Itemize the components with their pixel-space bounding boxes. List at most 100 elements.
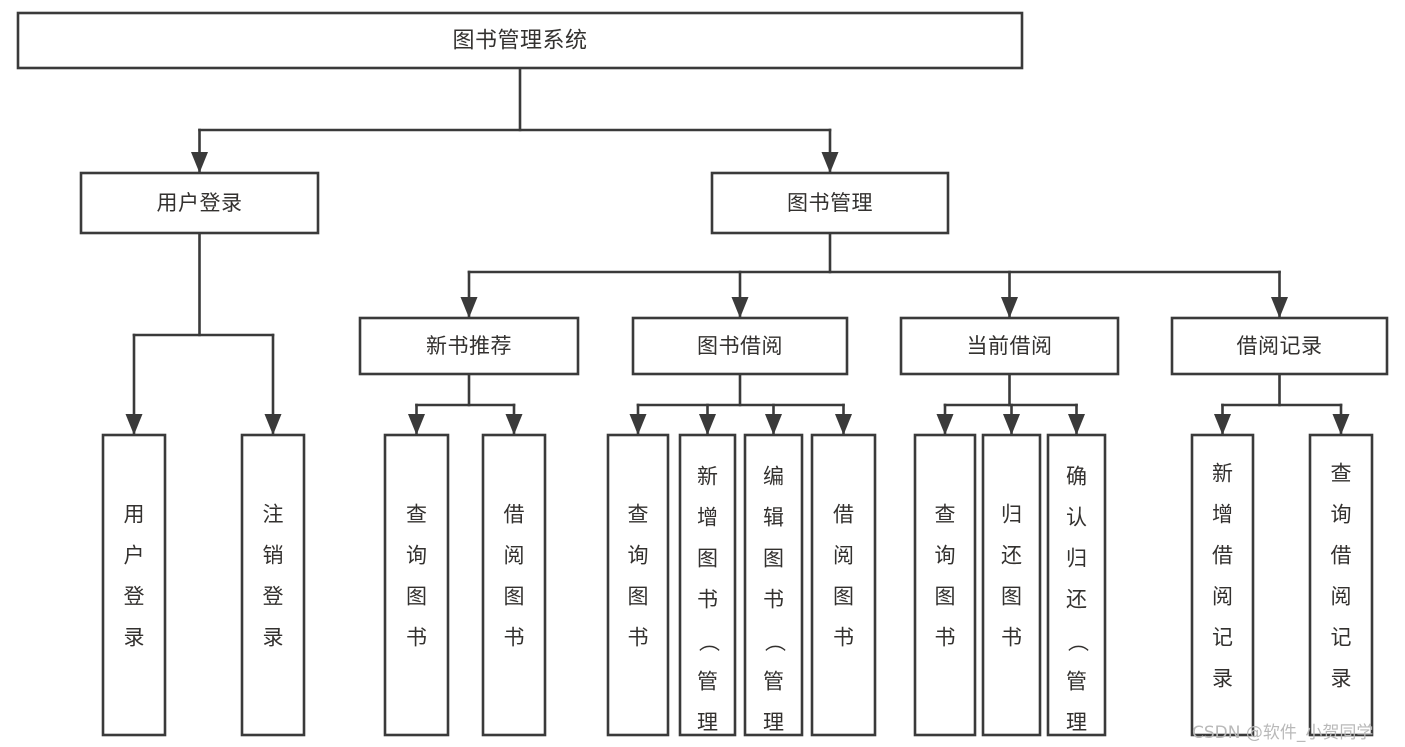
- node-label-char: 借: [833, 503, 854, 527]
- node-leaf-add-record[interactable]: 新增借阅记录新增借阅记录: [1160, 0, 1286, 737]
- node-label-char: 书: [504, 626, 525, 650]
- node-leaf-return-book[interactable]: 归还图书归还图书: [970, 0, 1054, 737]
- node-box-leaf-borrow-book-2[interactable]: [810, 433, 877, 737]
- arrow-head-icon: [460, 297, 478, 318]
- node-label-char: 录: [1212, 667, 1233, 691]
- node-label-char: 确: [1066, 465, 1087, 489]
- node-user-login[interactable]: 用户登录: [79, 171, 320, 235]
- node-box-leaf-add-book[interactable]: [678, 433, 737, 737]
- arrow-head-icon: [408, 414, 425, 435]
- node-label-char: 阅: [833, 544, 854, 568]
- node-borrow-record[interactable]: 借阅记录: [1170, 316, 1389, 376]
- node-label-char: 录: [1331, 667, 1352, 691]
- arrow-head-icon: [1271, 297, 1288, 318]
- node-box-current-borrow[interactable]: [899, 316, 1120, 376]
- node-box-leaf-confirm-return[interactable]: [1046, 433, 1107, 737]
- node-book-borrow[interactable]: 图书借阅: [631, 316, 849, 376]
- arrow-head-icon: [1068, 414, 1085, 435]
- node-leaf-logout[interactable]: 注销登录注销登录: [231, 0, 315, 737]
- node-label-char: 阅: [504, 544, 525, 568]
- node-label-char: 新: [697, 465, 718, 489]
- node-label-root: 图书管理系统: [452, 29, 587, 54]
- node-box-leaf-edit-book[interactable]: [743, 433, 804, 737]
- node-label-char: 书: [697, 588, 718, 612]
- node-leaf-query-book-3[interactable]: 查询图书查询图书: [903, 0, 987, 737]
- node-box-leaf-borrow-book-1[interactable]: [481, 433, 547, 737]
- node-label-char: 用: [124, 503, 145, 527]
- node-leaf-user-login[interactable]: 用户登录用户登录: [92, 0, 176, 737]
- node-label-book-manage: 图书管理: [787, 191, 873, 215]
- node-label-char: 图: [935, 585, 956, 609]
- node-box-root[interactable]: [16, 11, 1024, 70]
- arrow-head-icon: [1332, 414, 1350, 435]
- node-label-char: 借: [504, 503, 525, 527]
- node-root[interactable]: 图书管理系统: [16, 11, 1024, 70]
- node-label-current-borrow: 当前借阅: [967, 334, 1053, 358]
- node-leaf-query-book-2[interactable]: 查询图书查询图书: [596, 0, 680, 737]
- arrow-head-icon: [191, 152, 208, 173]
- node-label-char: 还: [1066, 588, 1087, 612]
- node-label-char: 理: [697, 711, 718, 735]
- arrow-head-icon: [1003, 414, 1020, 435]
- node-box-leaf-logout[interactable]: [240, 433, 306, 737]
- node-box-book-manage[interactable]: [710, 171, 950, 235]
- arrow-head-icon: [125, 414, 143, 435]
- node-box-book-borrow[interactable]: [631, 316, 849, 376]
- node-new-book-rec[interactable]: 新书推荐: [358, 316, 580, 376]
- node-label-char: 书: [628, 626, 649, 650]
- node-box-new-book-rec[interactable]: [358, 316, 580, 376]
- arrow-head-icon: [835, 414, 852, 435]
- node-box-user-login[interactable]: [79, 171, 320, 235]
- node-box-leaf-return-book[interactable]: [981, 433, 1042, 737]
- node-label-char: 图: [697, 547, 718, 571]
- node-box-leaf-user-login[interactable]: [101, 433, 167, 737]
- node-leaf-borrow-book-1[interactable]: 借阅图书借阅图书: [472, 0, 556, 737]
- node-label-char: 询: [935, 544, 956, 568]
- node-leaf-query-record[interactable]: 查询借阅记录查询借阅记录: [1278, 0, 1404, 737]
- node-label-char: 查: [935, 503, 956, 527]
- node-box-leaf-add-record[interactable]: [1190, 433, 1255, 737]
- edge-group-currentborrow-children: [936, 372, 1085, 437]
- node-leaf-borrow-book-2[interactable]: 借阅图书借阅图书: [802, 0, 886, 737]
- node-label-char: 图: [833, 585, 854, 609]
- node-label-char: 增: [697, 506, 718, 530]
- node-label-char: 管: [697, 670, 718, 694]
- arrow-head-icon: [1214, 414, 1231, 435]
- node-label-char: 书: [935, 626, 956, 650]
- node-label-char: 理: [763, 711, 784, 735]
- node-label-char: 询: [406, 544, 427, 568]
- arrow-head-icon: [821, 152, 839, 173]
- arrow-head-icon: [264, 414, 282, 435]
- node-label-char: 归: [1066, 547, 1087, 571]
- arrow-head-icon: [765, 414, 782, 435]
- arrow-head-icon: [1001, 297, 1018, 318]
- edge-group-bookmanage-children: [460, 231, 1288, 320]
- node-box-leaf-query-book-3[interactable]: [913, 433, 977, 737]
- edge-group-root-children: [191, 66, 839, 175]
- node-leaf-query-book-1[interactable]: 查询图书查询图书: [375, 0, 459, 737]
- node-label-char: 理: [1066, 711, 1087, 735]
- node-box-leaf-query-record[interactable]: [1308, 433, 1374, 737]
- node-layer: 图书管理系统用户登录图书管理新书推荐图书借阅当前借阅借阅记录用户登录用户登录注销…: [16, 0, 1404, 747]
- edge-group-newbook-children: [408, 372, 523, 437]
- edge-layer: [125, 66, 1350, 437]
- node-current-borrow[interactable]: 当前借阅: [899, 316, 1120, 376]
- arrow-head-icon: [936, 414, 954, 435]
- node-label-char: 录: [124, 626, 145, 650]
- node-label-char: 记: [1331, 626, 1352, 650]
- node-label-char: 认: [1066, 506, 1087, 530]
- node-box-leaf-query-book-1[interactable]: [383, 433, 450, 737]
- node-label-new-book-rec: 新书推荐: [426, 334, 512, 358]
- node-label-char: 记: [1212, 626, 1233, 650]
- node-label-char: 增: [1212, 503, 1233, 527]
- node-label-char: 归: [1001, 503, 1022, 527]
- node-book-manage[interactable]: 图书管理: [710, 171, 950, 235]
- node-box-borrow-record[interactable]: [1170, 316, 1389, 376]
- node-label-char: 书: [1001, 626, 1022, 650]
- node-label-user-login: 用户登录: [157, 191, 243, 215]
- node-box-leaf-query-book-2[interactable]: [606, 433, 670, 737]
